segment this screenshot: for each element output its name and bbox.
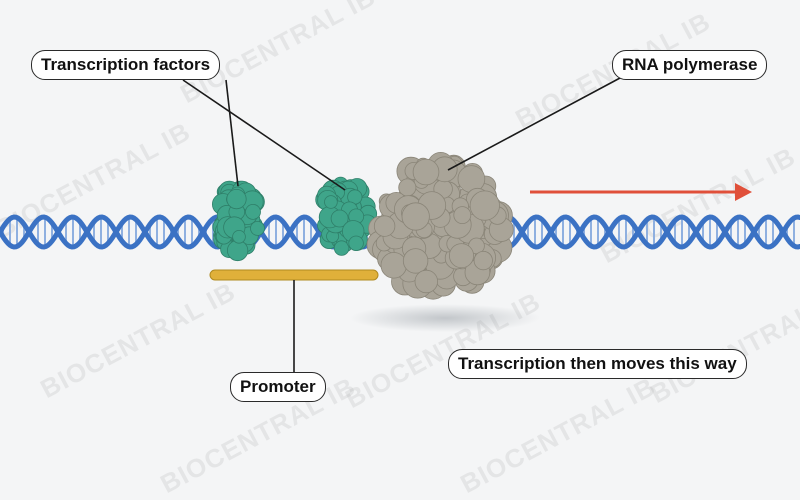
rna-polymerase-lobe [401,202,430,231]
transcription-factor-2-lobe [333,240,350,256]
label-rna-polymerase: RNA polymerase [612,50,768,80]
rna-polymerase-lobe [469,190,500,221]
transcription-factor-1-lobe [226,189,247,210]
transcription-factor-2 [315,176,378,256]
rna-polymerase-lobe [380,252,408,279]
rna-polymerase-blob [366,151,514,300]
transcription-factor-1-lobe [232,230,246,244]
transcription-factor-2-lobe [348,235,364,252]
rna-polymerase-lobe [453,206,472,225]
transcription-factor-2-lobe [330,209,349,228]
label-transcription-factors: Transcription factors [31,50,221,80]
transcription-factor-1-lobe [250,220,265,236]
rna-polymerase-lobe [414,269,439,294]
rna-polymerase-lobe [373,215,396,237]
leader-line-rnap [447,77,621,171]
direction-arrow [530,183,752,201]
label-promoter: Promoter [230,372,326,402]
rna-polymerase-lobe [402,248,429,274]
leader-line-tf-2 [182,79,346,191]
transcription-diagram [0,77,800,372]
transcription-factor-2-lobe [324,195,338,209]
rna-polymerase-lobe [473,251,493,271]
transcription-factor-1 [212,180,265,262]
leader-line-tf-1 [225,79,239,187]
label-direction-note: Transcription then moves this way [448,349,747,379]
rna-polymerase-lobe [448,243,474,269]
rna-polymerase-lobe [412,158,440,186]
transcription-factor-1-lobe [245,203,261,220]
promoter-bar [209,269,379,281]
polymerase-shadow [350,304,540,332]
